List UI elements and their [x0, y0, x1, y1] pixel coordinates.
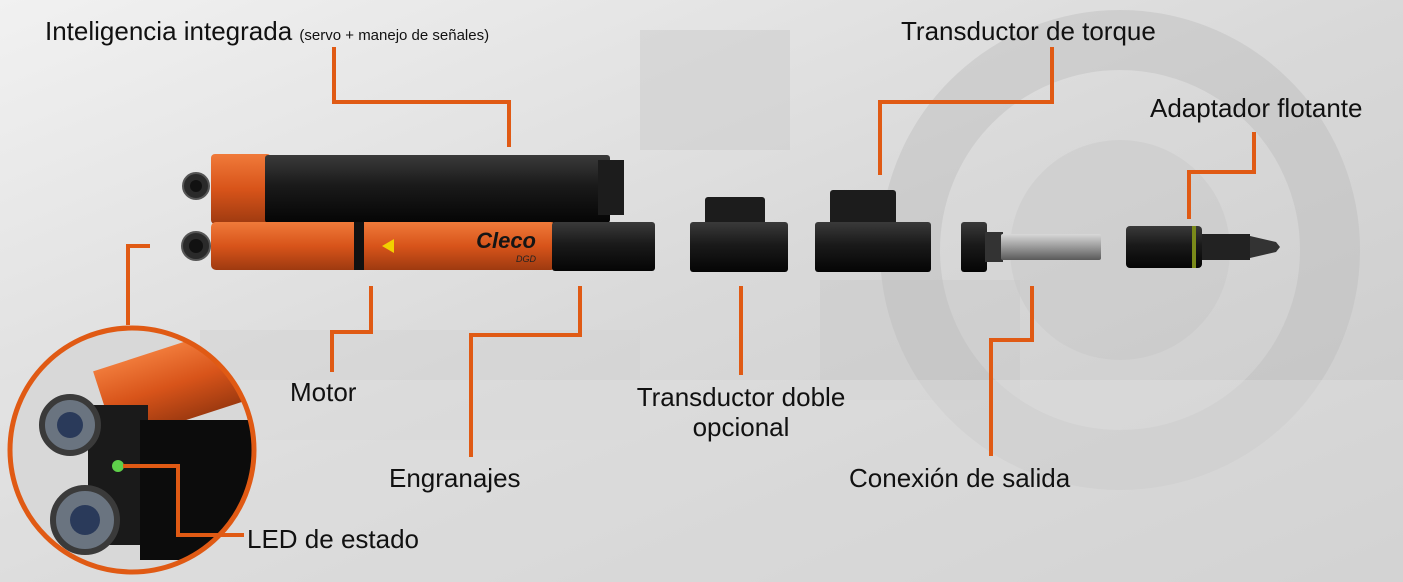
label-gears: Engranajes	[389, 463, 521, 493]
controller-housing	[182, 154, 624, 224]
model-badge: DGD	[516, 254, 537, 264]
brand-logo: Cleco	[476, 228, 536, 253]
label-floating-adapter: Adaptador flotante	[1150, 93, 1363, 123]
label-motor: Motor	[290, 377, 357, 407]
status-led-inset	[7, 325, 257, 575]
label-integrated-intelligence: Inteligencia integrada (servo + manejo d…	[45, 16, 489, 51]
torque-transducer-part	[815, 190, 931, 272]
leader-torque-transducer	[878, 47, 1054, 175]
dual-transducer-part	[690, 197, 788, 272]
leader-integrated	[332, 47, 511, 147]
leader-lines	[123, 47, 1256, 537]
leader-floating-adapter	[1187, 132, 1256, 219]
label-torque-transducer: Transductor de torque	[901, 16, 1156, 46]
label-dual-transducer-line2: opcional	[692, 412, 790, 442]
gearbox	[552, 222, 655, 271]
leader-motor	[330, 286, 373, 372]
label-output-connection: Conexión de salida	[849, 463, 1071, 493]
label-dual-transducer: Transductor doble opcional	[606, 382, 876, 442]
label-integrated-intelligence-note: (servo + manejo de señales)	[299, 27, 490, 44]
leader-gears	[469, 286, 582, 457]
floating-adapter-part	[1126, 226, 1280, 268]
motor-body: Cleco DGD	[181, 222, 556, 270]
leader-status-led	[126, 244, 150, 325]
leader-output-connection	[989, 286, 1034, 456]
tool-assembly: Cleco DGD	[181, 154, 1280, 272]
leader-status-led-inner	[123, 464, 244, 537]
output-connection-part	[961, 222, 1101, 272]
label-integrated-intelligence-text: Inteligencia integrada	[45, 16, 293, 46]
label-dual-transducer-line1: Transductor doble	[636, 382, 846, 412]
led-indicator-icon	[112, 460, 124, 472]
label-status-led: LED de estado	[247, 524, 420, 554]
